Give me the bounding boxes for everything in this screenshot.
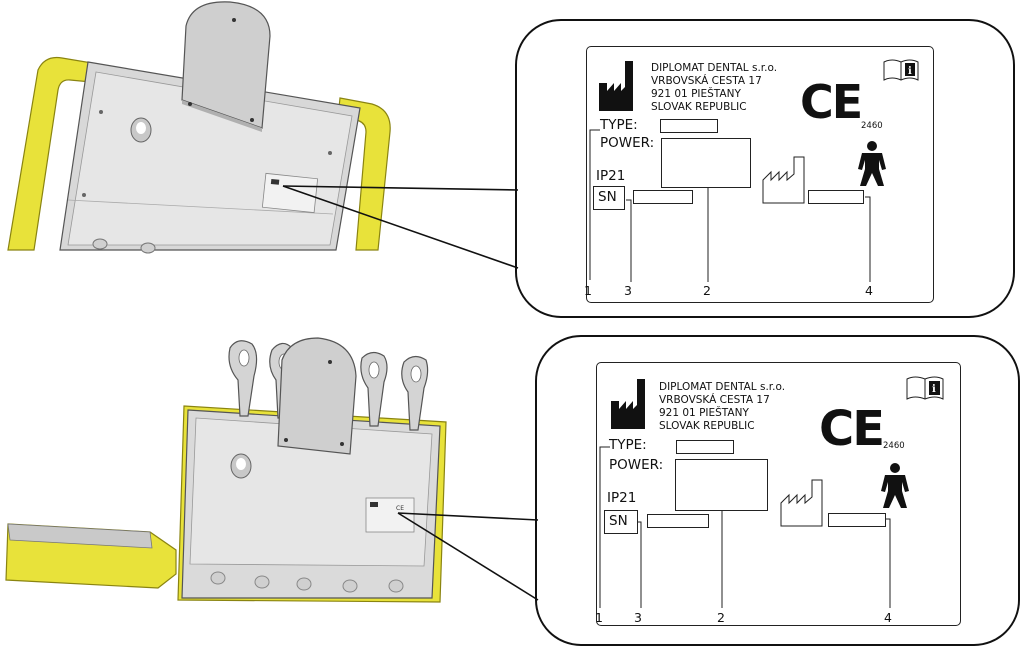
svg-text:i: i	[908, 66, 912, 77]
type-bf-person-icon	[881, 463, 909, 508]
power-field	[661, 138, 751, 188]
callout-number-3: 3	[634, 610, 642, 625]
manufacturing-date-field	[808, 190, 864, 204]
sn-box	[593, 186, 625, 210]
callout-number-1: 1	[584, 283, 592, 298]
callout-number-1: 1	[595, 610, 603, 625]
callout-number-4: 4	[865, 283, 873, 298]
type-label: TYPE:	[600, 117, 638, 133]
manufacturer-city: 921 01 PIEŠTANY	[659, 407, 749, 419]
ip-rating: IP21	[596, 168, 626, 184]
manufacturer-street: VRBOVSKÁ CESTA 17	[651, 75, 762, 87]
svg-text:i: i	[932, 384, 936, 395]
manufacturer-name: DIPLOMAT DENTAL s.r.o.	[659, 381, 786, 393]
instructions-book-icon: i	[883, 59, 919, 81]
type-bf-person-icon	[858, 141, 886, 186]
serial-number-field	[647, 514, 709, 528]
sn-label: SN	[609, 513, 628, 529]
manufacturer-street: VRBOVSKÁ CESTA 17	[659, 394, 770, 406]
manufacturer-factory-icon	[611, 379, 645, 429]
type-field	[660, 119, 718, 133]
type-field	[676, 440, 734, 454]
rating-label-bottom: DIPLOMAT DENTAL s.r.o. VRBOVSKÁ CESTA 17…	[596, 362, 961, 626]
instructions-book-icon: i	[906, 376, 944, 400]
rating-label-top: DIPLOMAT DENTAL s.r.o. VRBOVSKÁ CESTA 17…	[586, 46, 934, 303]
ip-rating: IP21	[607, 490, 637, 506]
manufacturer-country: SLOVAK REPUBLIC	[659, 420, 755, 432]
device-top-illustration	[7, 1, 391, 254]
notified-body-number: 2460	[861, 121, 883, 131]
manufacturing-date-field	[828, 513, 886, 527]
power-label: POWER:	[609, 457, 664, 473]
manufacturer-country: SLOVAK REPUBLIC	[651, 101, 747, 113]
manufacturing-date-icon	[762, 156, 805, 204]
manufacturer-factory-icon	[599, 61, 633, 111]
device-bottom-illustration: CE	[5, 337, 447, 603]
type-label: TYPE:	[609, 437, 647, 453]
manufacturer-city: 921 01 PIEŠTANY	[651, 88, 741, 100]
callout-number-2: 2	[703, 283, 711, 298]
manufacturing-date-icon	[780, 479, 823, 527]
sn-label: SN	[598, 189, 617, 205]
svg-text:CE: CE	[396, 505, 404, 512]
callout-number-2: 2	[717, 610, 725, 625]
serial-number-field	[633, 190, 693, 204]
power-label: POWER:	[600, 135, 655, 151]
ce-mark-icon: CE	[800, 75, 863, 129]
manufacturer-name: DIPLOMAT DENTAL s.r.o.	[651, 62, 778, 74]
callout-number-4: 4	[884, 610, 892, 625]
notified-body-number: 2460	[883, 441, 905, 451]
power-field	[675, 459, 768, 511]
callout-number-3: 3	[624, 283, 632, 298]
ce-mark-icon: CE	[819, 401, 885, 457]
